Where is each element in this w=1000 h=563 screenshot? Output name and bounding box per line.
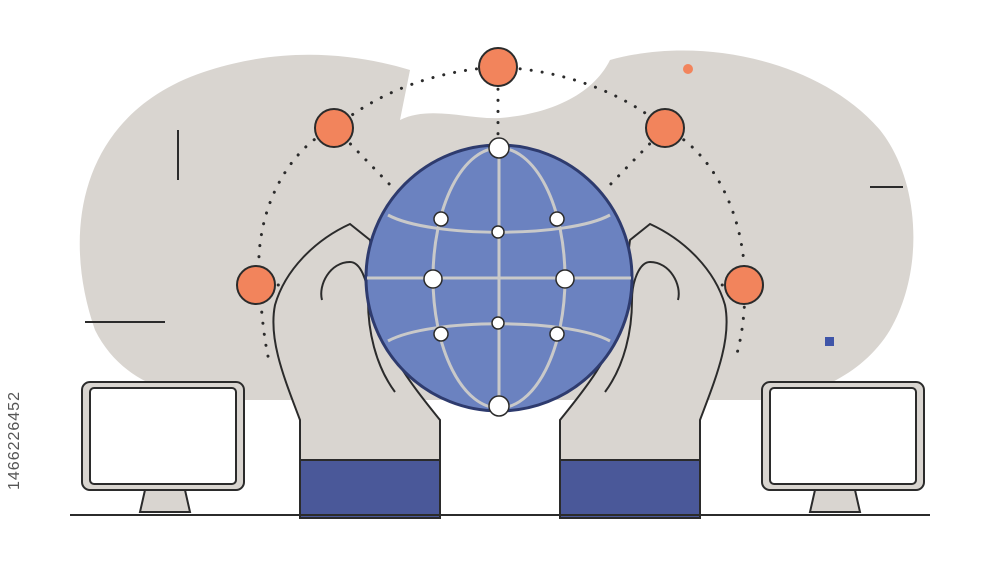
network-node-icon — [645, 108, 685, 148]
globe-icon — [364, 137, 634, 417]
network-node-icon — [236, 265, 276, 305]
decorative-marks — [85, 64, 903, 346]
left-monitor-icon — [81, 381, 245, 513]
accent-dot-orange — [683, 64, 693, 74]
network-node-icon — [724, 265, 764, 305]
network-node-icon — [314, 108, 354, 148]
right-monitor-icon — [761, 381, 925, 513]
left-hand-icon — [272, 222, 441, 519]
network-node-icon — [478, 47, 518, 87]
accent-dot-blue — [825, 337, 834, 346]
right-hand-icon — [559, 222, 728, 519]
network-nodes — [236, 47, 764, 305]
